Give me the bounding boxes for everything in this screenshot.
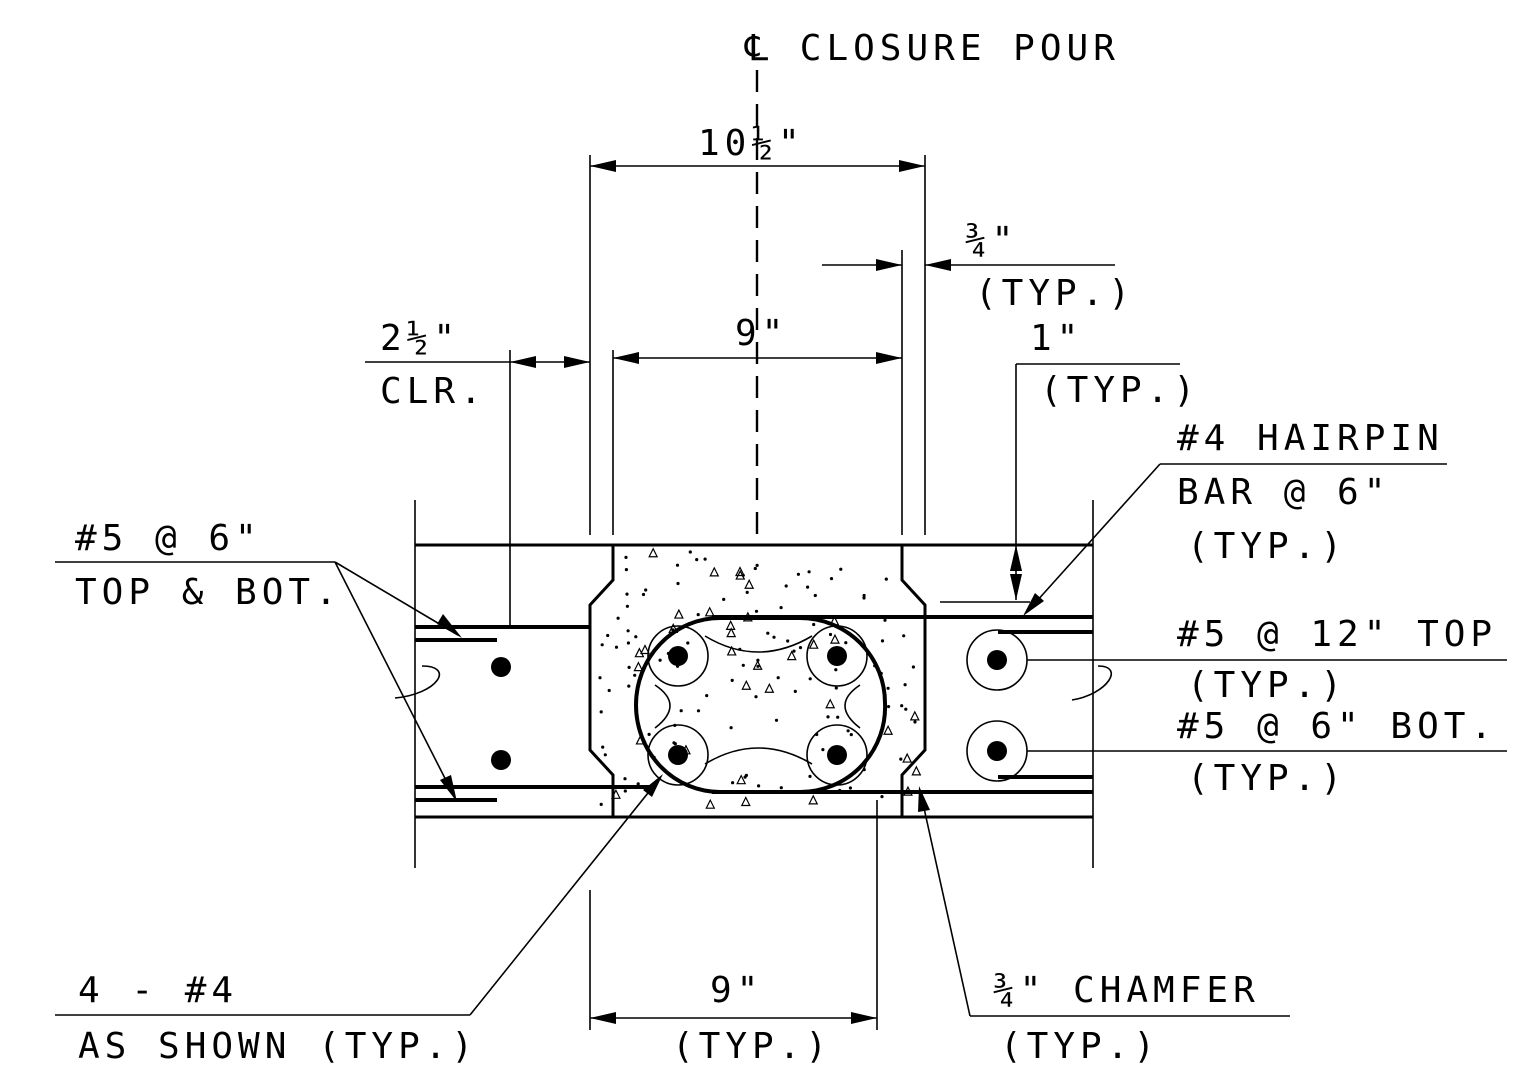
clr-value-label: 2½" bbox=[380, 318, 460, 359]
bars-label-2: AS SHOWN (TYP.) bbox=[78, 1026, 478, 1067]
dim-bottom-label: 9" bbox=[710, 970, 763, 1011]
left-top-bar-dot bbox=[491, 657, 511, 677]
dim-bottom-typ-label: (TYP.) bbox=[672, 1026, 832, 1067]
closure-pour bbox=[588, 545, 927, 817]
bar-4-top-left bbox=[668, 646, 688, 666]
dim-overall-label: 10½" bbox=[698, 123, 805, 164]
centerline-label: ℄ CLOSURE POUR bbox=[744, 28, 1120, 69]
cover-value-label: 1" bbox=[1030, 318, 1083, 359]
hairpin-label-1: #4 HAIRPIN bbox=[1177, 418, 1444, 459]
bars-label-1: 4 - #4 bbox=[78, 970, 238, 1011]
right-bot-label-1: #5 @ 6" BOT. bbox=[1177, 706, 1497, 747]
chamfer-label-2: (TYP.) bbox=[1000, 1026, 1160, 1067]
bar-4-bottom-right bbox=[827, 745, 847, 765]
leaders bbox=[55, 463, 1507, 1017]
hairpin-label-3: (TYP.) bbox=[1187, 526, 1347, 567]
hairpin-bar bbox=[633, 616, 888, 795]
right-top-bar-dot bbox=[987, 650, 1007, 670]
gap-typ-label: (TYP.) bbox=[975, 273, 1135, 314]
bar-4-bottom-left bbox=[668, 745, 688, 765]
right-top-label-2: (TYP.) bbox=[1187, 665, 1347, 706]
right-top-label-1: #5 @ 12" TOP bbox=[1177, 614, 1497, 655]
right-break-symbol bbox=[1071, 665, 1112, 701]
concrete-aggregate-stipple bbox=[598, 547, 922, 809]
dim-inner-label: 9" bbox=[735, 313, 788, 354]
hairpin-label-2: BAR @ 6" bbox=[1177, 472, 1390, 513]
clr-text-label: CLR. bbox=[380, 371, 487, 412]
left-bar-label-1: #5 @ 6" bbox=[75, 518, 262, 559]
dimensions bbox=[365, 155, 1180, 1030]
bar-4-top-right bbox=[827, 646, 847, 666]
left-break-symbol bbox=[394, 665, 441, 699]
right-bottom-bar-dot bbox=[987, 741, 1007, 761]
cover-typ-label: (TYP.) bbox=[1040, 370, 1200, 411]
deck-slab-outline bbox=[394, 500, 1112, 868]
chamfer-label-1: ¾" CHAMFER bbox=[993, 970, 1260, 1011]
left-bottom-bar-dot bbox=[491, 750, 511, 770]
reinforcement bbox=[415, 615, 1093, 802]
gap-value-label: ¾" bbox=[965, 220, 1018, 261]
left-bar-label-2: TOP & BOT. bbox=[75, 572, 342, 613]
right-bot-label-2: (TYP.) bbox=[1187, 758, 1347, 799]
labels: ℄ CLOSURE POUR 10½" 9" 2½" CLR. ¾" (TYP.… bbox=[75, 28, 1497, 1067]
